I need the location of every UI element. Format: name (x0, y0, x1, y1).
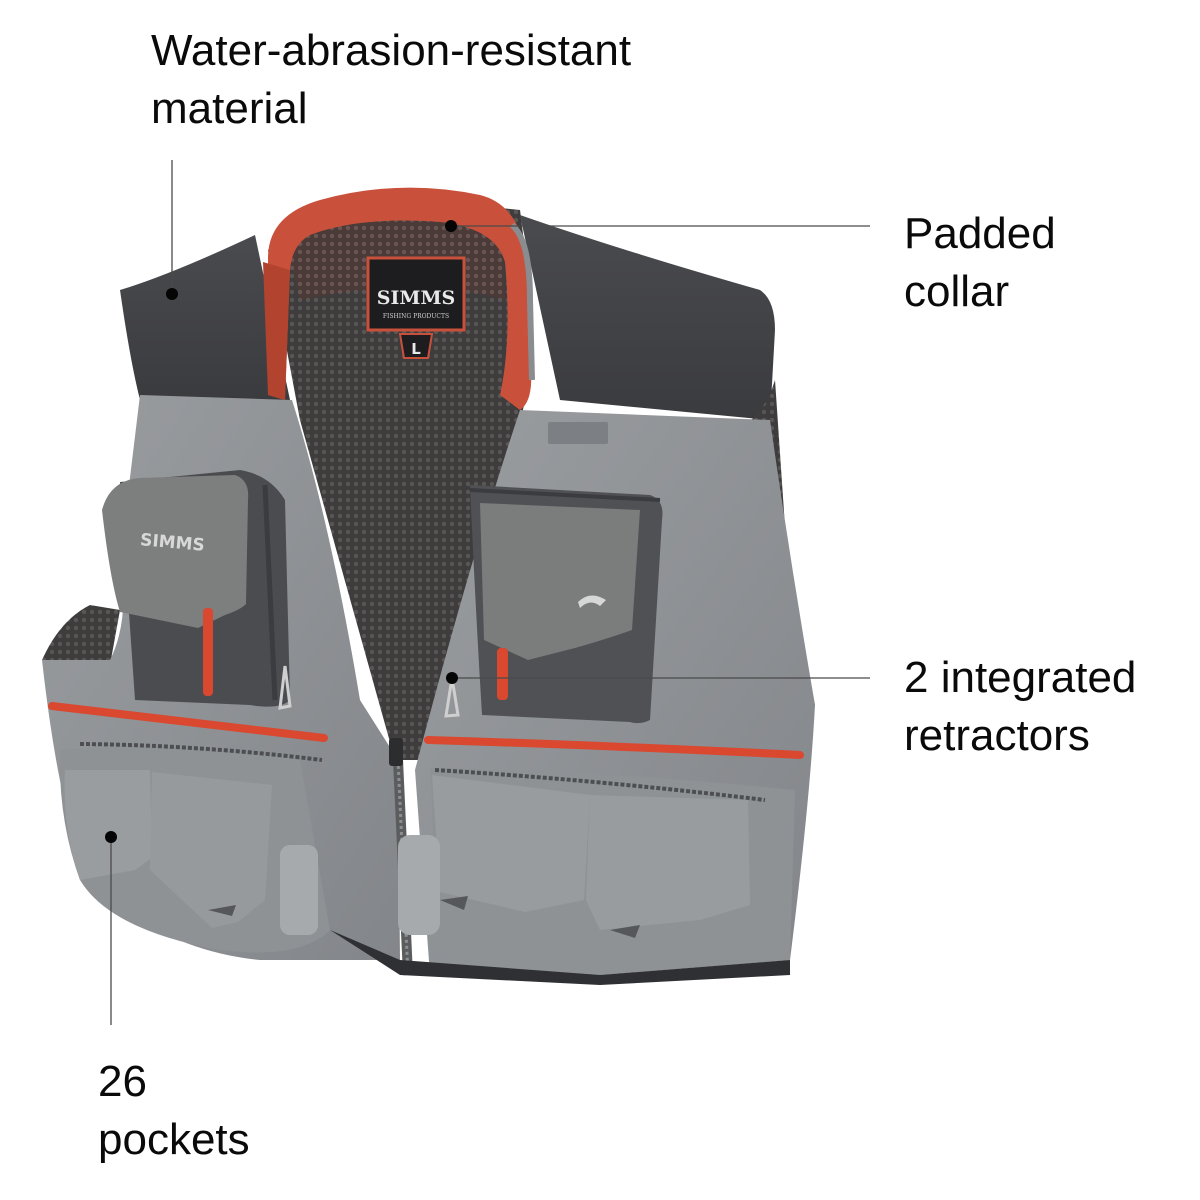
retractor-right (444, 677, 460, 718)
callout-retractors-label: 2 integrated retractors (904, 649, 1136, 765)
right-shoulder-yoke (520, 215, 775, 420)
left-shoulder-yoke (120, 235, 290, 400)
tag-brand-text: SIMMS (377, 287, 455, 309)
label-line: Padded (904, 209, 1056, 258)
padded-collar (268, 187, 532, 410)
right-chest-zipper (424, 736, 804, 759)
label-line: retractors (904, 711, 1090, 760)
upper-left-pocket: SIMMS (102, 470, 290, 707)
label-line: material (151, 84, 308, 133)
size-tag-text: L (411, 340, 421, 358)
callout-collar-label: Padded collar (904, 205, 1056, 321)
retractor-left (278, 665, 292, 710)
label-line: 26 (98, 1057, 147, 1106)
brand-tag: SIMMS FISHING PRODUCTS L (366, 256, 466, 359)
callout-material-label: Water-abrasion-resistant material (151, 22, 631, 138)
bottom-hem (330, 930, 790, 985)
left-chest-zipper (48, 702, 328, 742)
label-line: collar (904, 267, 1010, 316)
svg-text:FISHING PRODUCTS: FISHING PRODUCTS (383, 313, 449, 320)
lower-left-pockets (59, 742, 330, 953)
label-line: pockets (98, 1115, 250, 1164)
label-line: Water-abrasion-resistant (151, 26, 632, 75)
label-line: 2 integrated (904, 653, 1137, 702)
lower-right-pockets (398, 768, 795, 975)
callout-pockets-label: 26 pockets (98, 1053, 250, 1169)
upper-right-pocket (469, 485, 663, 724)
